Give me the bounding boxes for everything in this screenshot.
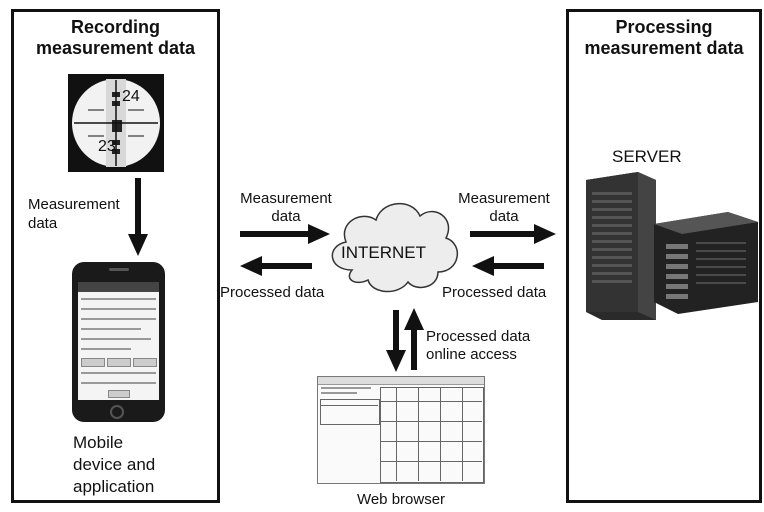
smartphone-image [72, 262, 165, 422]
online-access-label-line1: Processed data [426, 328, 531, 345]
browser-table-line [380, 421, 482, 422]
browser-table-col [462, 387, 463, 481]
right-arrow-icon [240, 224, 330, 244]
app-button [107, 358, 131, 367]
left-top-arrow-label-line1: Measurement [240, 190, 332, 207]
up-arrow-icon [404, 308, 424, 370]
right-bottom-arrow-label: Processed data [442, 284, 547, 301]
app-button [81, 358, 105, 367]
browser-table-line [380, 401, 482, 402]
browser-small-table [320, 399, 380, 425]
browser-text-line [321, 392, 357, 394]
browser-toolbar [318, 377, 484, 385]
app-title-bar [78, 282, 159, 292]
recording-panel-title-line2: measurement data [35, 38, 196, 58]
app-row [81, 372, 156, 374]
app-button [133, 358, 157, 367]
app-row [81, 318, 156, 320]
app-button [108, 390, 130, 398]
server-label: SERVER [612, 147, 682, 166]
left-arrow-icon [240, 256, 312, 276]
app-row [81, 338, 151, 340]
recording-panel-title-line1: Recording [70, 17, 160, 37]
right-top-arrow-label-line2: data [489, 208, 519, 225]
browser-large-table [380, 387, 484, 483]
browser-text-line [321, 387, 371, 389]
down-arrow-icon [386, 310, 406, 372]
left-top-arrow-label-line2: data [271, 208, 301, 225]
browser-table-line [380, 461, 482, 462]
browser-table-col [418, 387, 419, 481]
staff-number-top: 24 [122, 88, 140, 105]
left-arrow-label-line2: data [28, 215, 58, 232]
app-row [81, 382, 156, 384]
internet-cloud [331, 202, 459, 293]
device-label-line1: Mobile [73, 433, 124, 452]
web-browser-label: Web browser [356, 491, 446, 508]
right-arrow-icon [470, 224, 556, 244]
staff-number-bottom: 23 [98, 138, 116, 155]
app-row [81, 298, 156, 300]
level-staff-reticle-image: 24 23 [68, 74, 164, 172]
device-label-line2: device and [73, 455, 156, 474]
down-arrow-icon [128, 178, 148, 256]
app-row [81, 348, 131, 350]
browser-table-col [396, 387, 397, 481]
server-image [586, 172, 758, 320]
processing-panel-title-line1: Processing [615, 17, 713, 37]
browser-table-col [440, 387, 441, 481]
online-access-label-line2: online access [426, 346, 517, 363]
browser-table-line [320, 405, 378, 406]
left-arrow-label-line1: Measurement [28, 196, 120, 213]
right-top-arrow-label-line1: Measurement [458, 190, 550, 207]
processing-panel-title-line2: measurement data [584, 38, 744, 58]
smartphone-screen [78, 282, 159, 400]
left-bottom-arrow-label: Processed data [220, 284, 325, 301]
left-arrow-icon [472, 256, 544, 276]
internet-label: INTERNET [341, 243, 426, 262]
smartphone-home-button [110, 405, 124, 419]
smartphone-speaker [109, 268, 129, 271]
app-row [81, 328, 141, 330]
browser-table-line [380, 441, 482, 442]
reticle-graphic [72, 79, 160, 167]
device-label-line3: application [73, 477, 155, 496]
app-row [81, 308, 156, 310]
web-browser-screenshot [317, 376, 485, 484]
